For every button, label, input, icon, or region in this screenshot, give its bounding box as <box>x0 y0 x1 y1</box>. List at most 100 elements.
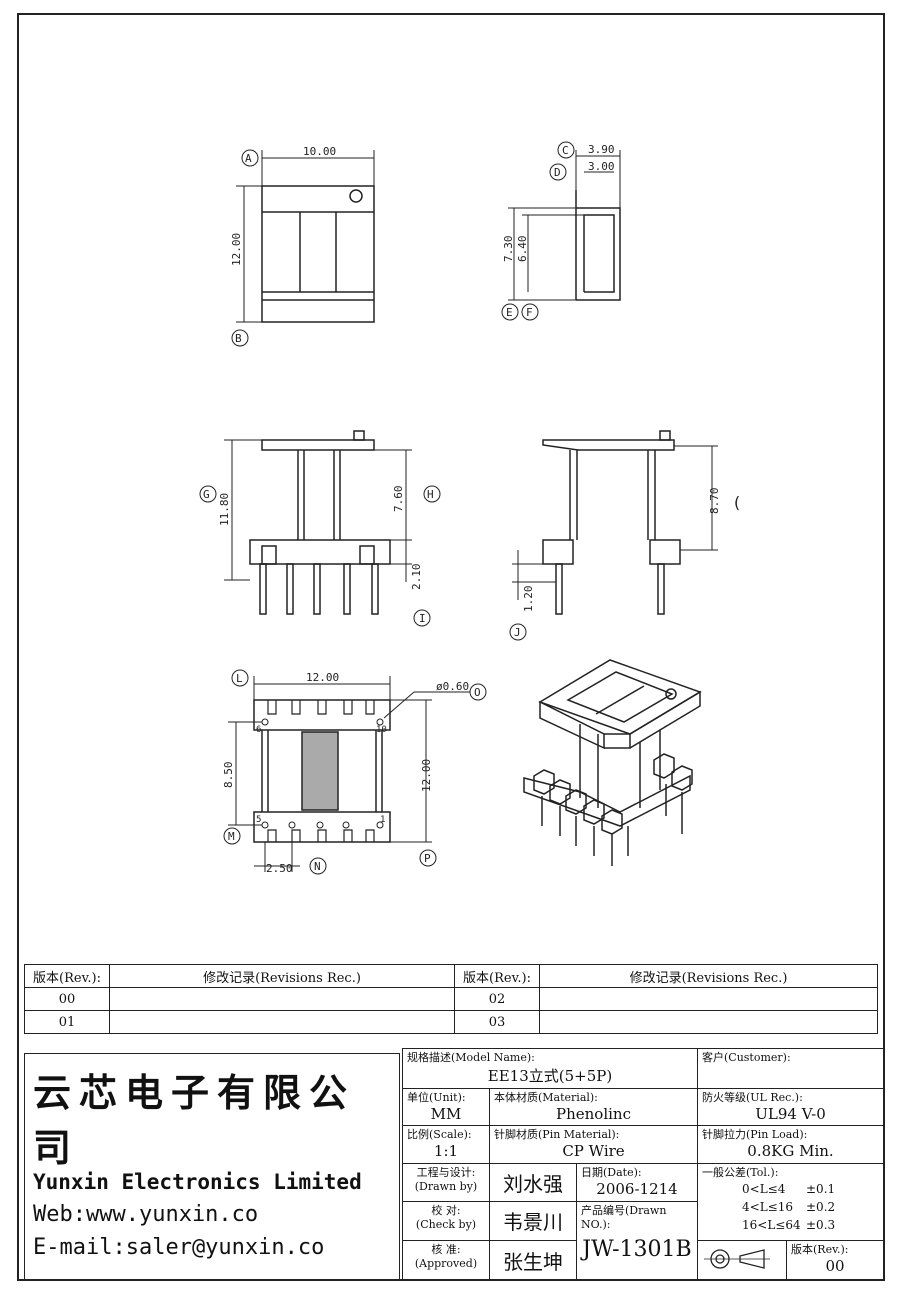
label-d: D <box>554 166 561 179</box>
model-label: 规格描述(Model Name): <box>407 1051 535 1064</box>
approve-label: 核 准: <box>431 1242 461 1256</box>
dim-top-width: 10.00 <box>303 145 336 158</box>
label-c: C <box>562 144 569 157</box>
drawn-label-cell: 工程与设计: (Drawn by) <box>402 1162 490 1203</box>
revision-table: 版本(Rev.): 修改记录(Revisions Rec.) 版本(Rev.):… <box>24 964 878 1034</box>
label-j: J <box>514 626 521 639</box>
ul-label: 防火等级(UL Rec.): <box>702 1091 803 1105</box>
projection-symbol-cell <box>697 1239 787 1282</box>
label-e: E <box>506 306 513 319</box>
label-l: L <box>236 672 243 685</box>
dim-j: 1.20 <box>522 586 535 613</box>
model-cell: 规格描述(Model Name): EE13立式(5+5P) <box>402 1047 698 1090</box>
revision-row: 01 03 <box>24 1010 878 1034</box>
ul-cell: 防火等级(UL Rec.): UL94 V-0 <box>697 1088 884 1126</box>
rec-cell <box>109 987 455 1011</box>
drawn-label-en: (Drawn by) <box>414 1179 478 1193</box>
tolerance-row: 16<L≤64±0.3 <box>742 1217 836 1232</box>
dim-o: ø0.60 <box>436 680 469 693</box>
revision-row: 00 02 <box>24 987 878 1011</box>
side-top-labels: C D E F 3.90 3.00 7.30 6.40 <box>502 143 615 319</box>
top-view-labels: A B 10.00 12.00 <box>230 145 336 345</box>
paren-mark: ( <box>732 493 742 512</box>
scale-label: 比例(Scale): <box>407 1127 472 1141</box>
company-name-cn: 云芯电子有限公司 <box>33 1071 356 1170</box>
tolerance-label: 一般公差(Tol.): <box>702 1165 779 1179</box>
projection-symbol-icon <box>704 1248 770 1269</box>
date-label: 日期(Date): <box>581 1165 642 1179</box>
dim-k: 8.70 <box>708 488 721 515</box>
tolerance-table: 0<L≤4±0.1 4<L≤16±0.2 16<L≤64±0.3 <box>742 1180 879 1234</box>
check-label: 校 对: <box>431 1204 461 1218</box>
pin-material-value: CP Wire <box>562 1141 625 1160</box>
rec-cell <box>539 1010 878 1034</box>
material-label: 本体材质(Material): <box>494 1091 598 1105</box>
rev-cell: 00 <box>24 987 110 1011</box>
scale-value: 1:1 <box>433 1141 459 1160</box>
tolerance-row: 0<L≤4±0.1 <box>742 1181 836 1196</box>
check-label-en: (Check by) <box>415 1218 477 1232</box>
material-cell: 本体材质(Material): Phenolinc <box>489 1088 698 1126</box>
title-row-scale: 比例(Scale): 1:1 针脚材质(Pin Material): CP Wi… <box>402 1124 884 1164</box>
scale-cell: 比例(Scale): 1:1 <box>402 1124 490 1164</box>
dim-top-height: 12.00 <box>230 233 243 266</box>
rev-header-left: 版本(Rev.): <box>24 964 110 988</box>
unit-value: MM <box>430 1105 462 1124</box>
isometric-view <box>523 659 702 866</box>
dim-c: 3.90 <box>588 143 615 156</box>
dim-g: 11.80 <box>218 493 231 526</box>
label-b: B <box>235 332 242 345</box>
title-row-check: 校 对: (Check by) 韦景川 产品编号(Drawn NO.): JW-… <box>402 1201 884 1281</box>
title-row-approve: 核 准: (Approved) 张生坤 版本(Rev.): 00 <box>402 1239 884 1282</box>
label-p: P <box>424 852 431 865</box>
dim-l: 12.00 <box>306 671 339 684</box>
unit-label: 单位(Unit): <box>407 1091 466 1105</box>
date-value: 2006-1214 <box>596 1179 678 1198</box>
approve-label-cell: 核 准: (Approved) <box>402 1239 490 1282</box>
model-value: EE13立式(5+5P) <box>487 1067 613 1085</box>
front-view <box>199 430 441 627</box>
rev-cell: 01 <box>24 1010 110 1034</box>
bottom-view-labels: L M N O P 12.00 ø0.60 8.50 2.50 12.00 5 … <box>222 671 481 875</box>
company-web: Web:www.yunxin.co <box>33 1202 259 1227</box>
check-by-signature: 韦景川 <box>489 1201 577 1241</box>
drawn-no-label: 产品编号(Drawn NO.): <box>581 1204 667 1232</box>
company-block: 云芯电子有限公司 Yunxin Electronics Limited Web:… <box>24 1053 400 1281</box>
label-h: H <box>427 488 434 501</box>
label-f: F <box>526 306 533 319</box>
rev-value: 00 <box>825 1256 845 1275</box>
top-view <box>231 149 375 347</box>
ul-value: UL94 V-0 <box>755 1105 826 1124</box>
customer-label: 客户(Customer): <box>702 1051 791 1064</box>
side-view <box>509 430 718 641</box>
title-row-drawn: 工程与设计: (Drawn by) 刘水强 日期(Date): 2006-121… <box>402 1162 884 1241</box>
company-name-en: Yunxin Electronics Limited <box>33 1170 362 1194</box>
tolerance-cell: 一般公差(Tol.): 0<L≤4±0.1 4<L≤16±0.2 16<L≤64… <box>697 1162 884 1241</box>
pin-label-10: 10 <box>376 725 387 735</box>
side-top-view <box>501 141 621 321</box>
date-cell: 日期(Date): 2006-1214 <box>576 1162 698 1203</box>
pin-label-6: 6 <box>256 725 261 735</box>
revision-header-row: 版本(Rev.): 修改记录(Revisions Rec.) 版本(Rev.):… <box>24 964 878 988</box>
unit-cell: 单位(Unit): MM <box>402 1088 490 1126</box>
label-a: A <box>245 152 252 165</box>
dim-f: 6.40 <box>516 236 529 263</box>
front-view-labels: G H I 11.80 7.60 2.10 <box>203 486 434 626</box>
check-label-cell: 校 对: (Check by) <box>402 1201 490 1241</box>
company-email: E-mail:saler@yunxin.co <box>33 1235 325 1260</box>
drawn-no-cell: 产品编号(Drawn NO.): JW-1301B <box>576 1201 698 1281</box>
approve-by-signature: 张生坤 <box>489 1239 577 1282</box>
dim-p: 12.00 <box>420 759 433 792</box>
bottom-view <box>223 669 487 875</box>
rec-header-left: 修改记录(Revisions Rec.) <box>109 964 455 988</box>
rev-label: 版本(Rev.): <box>791 1242 849 1256</box>
pin-label-1: 1 <box>380 815 385 825</box>
rev-cell: 02 <box>454 987 540 1011</box>
dim-e: 7.30 <box>502 236 515 263</box>
dim-n: 2.50 <box>266 862 293 875</box>
drawn-label: 工程与设计: <box>416 1165 476 1179</box>
label-g: G <box>203 488 210 501</box>
rec-cell <box>539 987 878 1011</box>
label-o: O <box>474 686 481 699</box>
label-n: N <box>314 860 321 873</box>
